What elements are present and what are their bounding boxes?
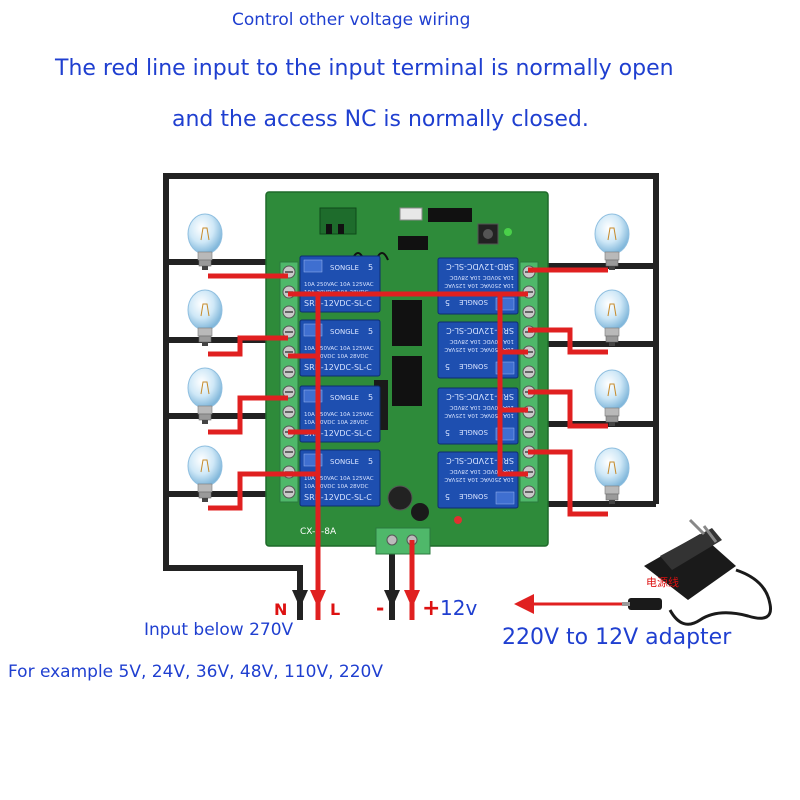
example-note: For example 5V, 24V, 36V, 48V, 110V, 220… bbox=[8, 662, 383, 682]
title-line-1: Control other voltage wiring bbox=[232, 10, 471, 30]
relay-4 bbox=[299, 449, 381, 507]
bulb-icon bbox=[594, 369, 630, 427]
terminal-block-right bbox=[519, 261, 539, 503]
red-wires bbox=[208, 267, 608, 620]
neutral-arrow-icon bbox=[292, 590, 308, 608]
adapter-arrow-icon bbox=[514, 594, 622, 614]
live-arrow-icon bbox=[310, 590, 326, 608]
live-label: L bbox=[330, 600, 341, 619]
minus-arrow-icon bbox=[384, 590, 400, 608]
bulb-icon bbox=[594, 447, 630, 505]
title-line-3: and the access NC is normally closed. bbox=[172, 107, 589, 132]
power-adapter-icon bbox=[622, 518, 773, 626]
minus-label: - bbox=[376, 596, 385, 620]
relay-8 bbox=[437, 451, 519, 509]
relay-1 bbox=[299, 255, 381, 313]
terminal-block-left bbox=[279, 261, 299, 503]
bulb-icon bbox=[594, 213, 630, 271]
plus-label: + bbox=[422, 596, 441, 621]
relay-2 bbox=[299, 319, 381, 377]
relay-7 bbox=[437, 387, 519, 445]
voltage-12v-label: 12v bbox=[440, 596, 478, 620]
neutral-label: N bbox=[274, 600, 288, 619]
bulb-icon bbox=[594, 289, 630, 347]
input-note: Input below 270V bbox=[144, 620, 294, 640]
relay-5 bbox=[437, 257, 519, 315]
plus-arrow-icon bbox=[404, 590, 420, 608]
adapter-chinese-label: 电源线 bbox=[646, 576, 679, 589]
adapter-label: 220V to 12V adapter bbox=[502, 625, 732, 650]
title-line-2: The red line input to the input terminal… bbox=[55, 56, 674, 81]
